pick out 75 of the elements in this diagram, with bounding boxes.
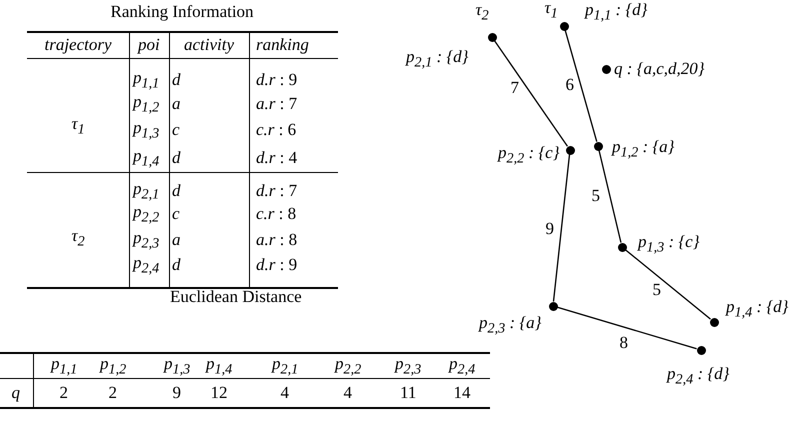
table-cell: d.r : 7 [256, 181, 298, 201]
table-cell: p$_{2,1}$ [133, 178, 160, 204]
table-title: Ranking Information [110, 2, 254, 22]
point-marker [618, 242, 626, 252]
table-cell: p$_{1,4}$ [133, 146, 160, 171]
point-marker [548, 302, 558, 310]
point-label: p$_{2,1}$ : {d} [406, 46, 468, 72]
column-header: p$_{2,2}$ [335, 354, 362, 379]
point-label: p$_{2,4}$ : {d} [667, 364, 730, 389]
table-cell: p$_{2,4}$ [133, 252, 160, 278]
trajectory-segment [625, 249, 711, 320]
column-header: p$_{1,3}$ [164, 354, 190, 379]
table-cell: τ$_{2}$ [72, 226, 85, 251]
point-label: p$_{2,3}$ : {a} [479, 312, 542, 338]
point-label: q : {a,c,d,20} [614, 59, 705, 79]
table-cell: a [172, 94, 180, 114]
column-header: ranking [256, 35, 309, 55]
table-cell: p$_{2,2}$ [133, 202, 160, 227]
table-cell: d.r : 9 [256, 70, 298, 90]
column-header: p$_{2,3}$ [395, 354, 422, 379]
trajectory-segment [494, 40, 568, 147]
point-label: τ$_{1}$ [544, 0, 558, 23]
table-cell: d.r : 4 [256, 148, 298, 168]
point-marker [602, 64, 610, 74]
table-cell: c.r : 8 [256, 204, 296, 224]
trajectory-segment [557, 306, 697, 350]
table-cell: c [172, 120, 180, 140]
column-header: activity [184, 35, 234, 55]
trajectory-segment [564, 30, 598, 142]
point-label: p$_{1,2}$ : {a} [612, 136, 674, 162]
table-cell: p$_{1,3}$ [133, 118, 160, 143]
table-cell: d [172, 148, 180, 168]
point-marker [488, 32, 496, 42]
point-marker [560, 22, 568, 30]
table-cell: p$_{1,1}$ [133, 68, 160, 93]
table-cell: d [172, 70, 180, 90]
point-label: p$_{1,3}$ : {c} [638, 232, 700, 257]
table-cell: 2 [108, 383, 117, 403]
point-marker [566, 146, 574, 154]
column-header: p$_{2,4}$ [449, 354, 476, 379]
table-cell: a.r : 7 [256, 94, 298, 114]
column-header: p$_{1,1}$ [51, 354, 78, 379]
table-cell: d [172, 181, 180, 201]
table-cell: p$_{1,2}$ [133, 92, 160, 117]
table-cell: 4 [280, 383, 289, 403]
row-header: q [12, 383, 20, 403]
table-cell: 4 [344, 383, 352, 403]
point-marker [710, 318, 718, 326]
trajectory-segment [552, 154, 570, 302]
table-cell: c.r : 6 [256, 120, 296, 140]
trajectory-segment [598, 150, 622, 243]
table-cell: d [172, 255, 180, 275]
column-header: p$_{1,4}$ [206, 354, 232, 379]
table-cell: a [172, 230, 180, 250]
point-label: p$_{1,4}$ : {d} [726, 296, 788, 322]
table-title: Euclidean Distance [170, 287, 302, 307]
column-header: p$_{1,2}$ [100, 354, 126, 379]
point-label: τ$_{2}$ [476, 0, 489, 25]
table-cell: a.r : 8 [256, 230, 298, 250]
column-header: p$_{2,1}$ [272, 354, 298, 379]
table-cell: 2 [60, 383, 68, 403]
table-cell: 14 [454, 383, 470, 403]
table-cell: 12 [210, 383, 228, 403]
column-header: poi [138, 35, 160, 55]
column-header: trajectory [44, 35, 112, 55]
point-label: p$_{1,1}$ : {d} [585, 0, 648, 25]
table-cell: τ$_{1}$ [72, 114, 85, 139]
table-cell: c [172, 204, 180, 224]
point-marker [594, 142, 602, 150]
table-cell: p$_{2,3}$ [133, 228, 160, 253]
table-cell: 9 [172, 383, 181, 403]
point-marker [696, 346, 706, 354]
table-cell: d.r : 9 [256, 255, 298, 275]
table-cell: 11 [400, 383, 416, 403]
point-label: p$_{2,2}$ : {c} [498, 142, 560, 168]
